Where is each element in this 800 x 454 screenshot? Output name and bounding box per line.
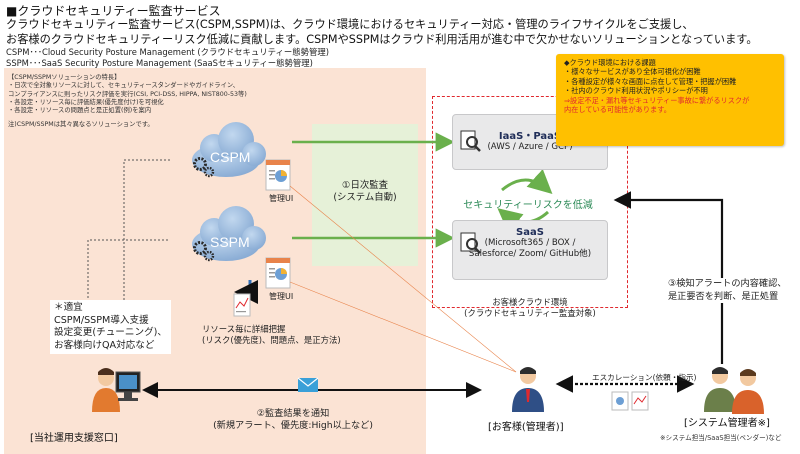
cspm-abbreviation: CSPM･･･Cloud Security Posture Management… xyxy=(6,47,330,57)
management-ui-icon xyxy=(265,159,291,191)
alert-review-label: ③検知アラートの内容確認、 是正要否を判断、是正処置 xyxy=(668,278,798,303)
support-desk-label: [当社運用支援窓口] xyxy=(30,433,118,444)
alert-review-line: 是正要否を判断、是正処置 xyxy=(668,290,779,302)
support-operator-icon xyxy=(92,368,141,412)
customer-admin-label: [お客様(管理者)] xyxy=(488,422,564,433)
adoption-line: ＊適宜 xyxy=(54,302,83,313)
saas-sub-line: (Microsoft365 / BOX / xyxy=(484,238,576,248)
iaas-sub: (AWS / Azure / GCP) xyxy=(487,142,573,152)
mgmt-ui-label: 管理UI xyxy=(269,292,294,301)
lead-line-2: お客様のクラウドセキュリティーリスク低減に貢献します。CSPMやSSPMはクラウ… xyxy=(6,33,758,46)
customer-env-title: お客様クラウド環境 xyxy=(492,297,568,307)
magnifier-icon xyxy=(460,232,481,254)
report-icon xyxy=(611,391,649,411)
sspm-abbreviation: SSPM･･･SaaS Security Posture Management … xyxy=(6,58,313,68)
mgmt-ui-label: 管理UI xyxy=(269,194,294,203)
system-admin-icon xyxy=(704,367,764,414)
saas-box: SaaS (Microsoft365 / BOX / Salesforce/ Z… xyxy=(452,220,608,280)
per-resource-detail: リソース毎に詳細把握 (リスク(優先度)、問題点、是正方法) xyxy=(202,324,341,346)
ui-link-line xyxy=(289,281,517,373)
features-item: ・各設定・リソース毎に評価結果(優先度付け)を可視化 xyxy=(8,98,164,106)
iaas-title: IaaS・PaaS xyxy=(498,131,562,142)
cspm-gear-icon xyxy=(193,157,215,178)
risk-reduction-label: セキュリティーリスクを低減 xyxy=(463,200,593,211)
customer-env-sub: (クラウドセキュリティー監査対象) xyxy=(464,307,596,318)
escalation-label: エスカレーション(依頼・指示) xyxy=(592,373,697,382)
issues-item: ・様々なサービスがあり全体可視化が困難 xyxy=(564,67,701,77)
report-icon xyxy=(233,280,258,317)
features-item: コンプライアンスに則ったリスク評価を実行(CSI, PCI-DSS, HIPPA… xyxy=(8,90,247,98)
adoption-line: 設定変更(チューニング)、 xyxy=(54,327,168,338)
system-admin-label: [システム管理者※] xyxy=(684,418,770,429)
saas-sub-line: Salesforce/ Zoom/ GitHub他) xyxy=(468,249,592,259)
features-item: ・日次で全対象リソースに対して、セキュリティースタンダードやガイドライン、 xyxy=(8,82,240,90)
features-heading: 【CSPM/SSPMソリューションの特長】 xyxy=(8,74,121,81)
issues-item: ・社内のクラウド利用状況やポリシーが不明 xyxy=(564,86,708,96)
remediation-arrow xyxy=(613,191,724,364)
dotted-connector xyxy=(87,159,170,306)
cspm-label: CSPM xyxy=(210,149,250,165)
daily-monitoring-title: ①日次監査 xyxy=(342,180,388,191)
system-admin-note: ※システム担当/SaaS担当(ベンダー)など xyxy=(660,434,782,442)
lead-text: クラウドセキュリティー監査サービス(CSPM,SSPM)は、クラウド環境における… xyxy=(6,17,758,47)
per-resource-line: リソース毎に詳細把握 xyxy=(202,324,286,334)
notify-label: ②監査結果を通知 (新規アラート、優先度:High以上など) xyxy=(208,408,378,432)
adoption-support-note: ＊適宜 CSPM/SSPM導入支援 設定変更(チューニング)、 お客様向けQA対… xyxy=(50,300,172,354)
lead-line-1: クラウドセキュリティー監査サービス(CSPM,SSPM)は、クラウド環境における… xyxy=(6,18,694,31)
adoption-line: CSPM/SSPM導入支援 xyxy=(54,314,149,326)
issues-warning: 内在している可能性があります。 xyxy=(564,105,671,115)
customer-env-caption: お客様クラウド環境 (クラウドセキュリティー監査対象) xyxy=(432,297,628,318)
notify-title: ②監査結果を通知 xyxy=(256,408,330,419)
notify-sub: (新規アラート、優先度:High以上など) xyxy=(213,420,373,431)
management-ui-icon xyxy=(265,257,291,289)
features-item: ・各設定・リソースの問題点と是正処置(例)を案内 xyxy=(8,107,152,115)
issues-heading: ◆クラウド環境における課題 xyxy=(564,58,656,67)
features-note: 注)CSPM/SSPMは其々異なるソリューションです。 xyxy=(8,121,154,129)
magnifier-icon xyxy=(460,130,481,152)
daily-monitoring-sub: (システム自動) xyxy=(333,192,397,203)
issues-warning: ⇒設定不足・漏れ等セキュリティー事故に繋がるリスクが xyxy=(564,95,750,105)
issues-callout: ◆クラウド環境における課題 ・様々なサービスがあり全体可視化が困難 ・各種設定が… xyxy=(556,54,784,146)
daily-monitoring-label: ①日次監査 (システム自動) xyxy=(318,180,412,204)
issues-item: ・各種設定が様々な画面に点在して管理・把握が困難 xyxy=(564,76,737,86)
customer-admin-icon xyxy=(512,367,544,412)
adoption-line: お客様向けQA対応など xyxy=(54,339,155,351)
daily-monitoring-area xyxy=(312,124,418,266)
saas-title: SaaS xyxy=(516,227,544,238)
envelope-icon xyxy=(297,377,319,392)
page-title: ■クラウドセキュリティー監査サービス xyxy=(6,4,221,18)
sspm-label: SSPM xyxy=(210,234,250,250)
per-resource-line: (リスク(優先度)、問題点、是正方法) xyxy=(202,334,341,345)
ui-link-line xyxy=(289,185,517,373)
sspm-gear-icon xyxy=(193,241,215,262)
features-block: 【CSPM/SSPMソリューションの特長】 ・日次で全対象リソースに対して、セキ… xyxy=(8,74,247,130)
alert-review-line: ③検知アラートの内容確認、 xyxy=(668,278,787,289)
